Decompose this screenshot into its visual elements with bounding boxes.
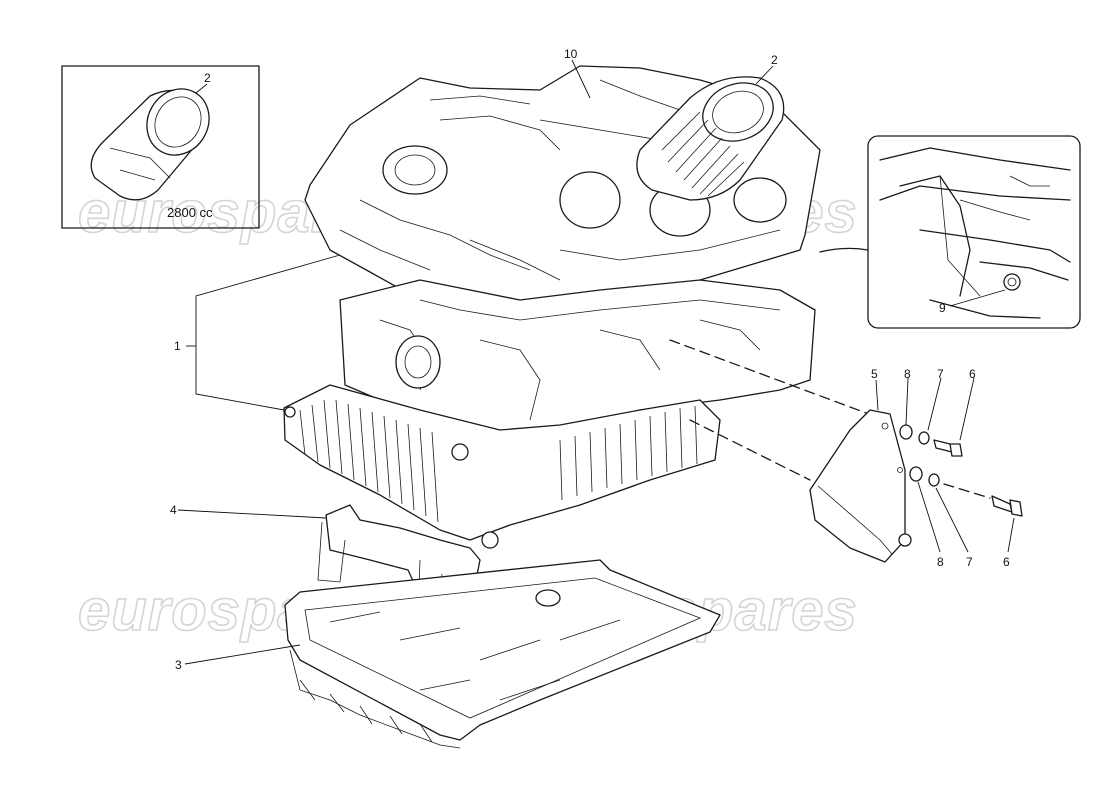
label-part-8-upper: 8 [904,367,911,381]
fasteners-upper: 8 7 6 [899,367,976,457]
label-part-6-lower: 6 [1003,555,1010,569]
label-part-10: 10 [564,47,578,61]
label-part-4: 4 [170,503,177,517]
label-part-9: 9 [939,301,946,315]
drain-plug-circle [1003,273,1021,291]
label-part-3: 3 [175,658,182,672]
bolt-6-upper [949,443,963,457]
washer-7-lower [928,473,940,487]
inset-liner-2800cc: 2 2800 cc [61,65,260,229]
label-part-1: 1 [174,339,181,353]
engine-block-upper: 10 2 [304,47,821,323]
oil-pan: 3 [175,559,721,749]
washer-8-upper [899,424,913,440]
bracket-part-1: 1 [174,254,341,411]
label-part-7-upper: 7 [937,367,944,381]
label-part-6-upper: 6 [969,367,976,381]
label-part-7-lower: 7 [966,555,973,569]
inset-connector-line [819,247,869,253]
washer-8-lower [909,466,923,482]
inset-part-label: 2 [204,71,211,85]
label-part-2: 2 [771,53,778,67]
mounting-bracket: 5 [669,339,912,563]
label-part-5: 5 [871,367,878,381]
inset-detail-part9: 9 [867,135,1081,329]
washer-7-upper [918,431,930,445]
inset-caption: 2800 cc [167,205,213,220]
label-part-8-lower: 8 [937,555,944,569]
bolt-6-lower [1009,499,1023,517]
fasteners-lower: 8 7 6 [897,466,1023,569]
finned-oil-sump [283,384,721,549]
